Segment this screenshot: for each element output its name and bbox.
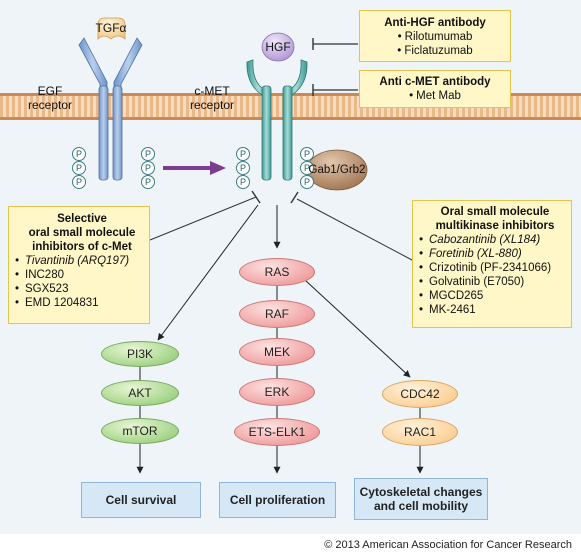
copyright-notice: © 2013 American Association for Cancer R… bbox=[324, 539, 572, 551]
drug-item: Rilotumumab bbox=[360, 30, 510, 44]
phospho-site: P bbox=[72, 175, 86, 189]
pi3k-node: PI3K bbox=[101, 341, 179, 367]
cell-motility-line-1: Cytoskeletal changes bbox=[359, 485, 483, 499]
mtor-node: mTOR bbox=[101, 418, 179, 444]
tgf-alpha-ligand bbox=[97, 17, 126, 40]
multikinase-inhibitor-line bbox=[290, 191, 413, 261]
phospho-site: P bbox=[236, 147, 250, 161]
gab1-grb2-label: Gab1/Grb2 bbox=[308, 164, 366, 176]
selective-inhibitors-box: Selective oral small molecule inhibitors… bbox=[8, 206, 150, 324]
phospho-site: P bbox=[236, 175, 250, 189]
cell-motility-box: Cytoskeletal changes and cell mobility bbox=[354, 478, 488, 520]
anti-hgf-antibody-box: Anti-HGF antibody Rilotumumab Ficlatuzum… bbox=[359, 10, 511, 62]
phospho-site: P bbox=[236, 161, 250, 175]
drug-item: MK-2461 bbox=[419, 303, 571, 317]
phospho-site: P bbox=[72, 161, 86, 175]
anti-hgf-antibody-title: Anti-HGF antibody bbox=[384, 17, 486, 29]
cell-motility-line-2: and cell mobility bbox=[373, 499, 469, 513]
drug-item: Cabozantinib (XL184) bbox=[419, 233, 571, 247]
drug-item: SGX523 bbox=[15, 282, 149, 296]
egf-receptor-label-line2: receptor bbox=[27, 98, 73, 112]
ras-node: RAS bbox=[239, 258, 315, 286]
multikinase-inhibitors-box: Oral small molecule multikinase inhibito… bbox=[412, 200, 572, 328]
selective-inhibitors-title-3: inhibitors of c-Met bbox=[32, 241, 132, 253]
cell-proliferation-box: Cell proliferation bbox=[219, 482, 336, 518]
anti-cmet-antibody-title: Anti c-MET antibody bbox=[379, 76, 491, 88]
raf-node: RAF bbox=[239, 300, 315, 328]
phospho-site: P bbox=[300, 161, 314, 175]
multikinase-inhibitors-title-1: Oral small molecule bbox=[440, 206, 550, 218]
cell-survival-box: Cell survival bbox=[81, 482, 201, 518]
rac1-node: RAC1 bbox=[382, 418, 458, 446]
akt-node: AKT bbox=[101, 380, 179, 406]
cmet-receptor-label-line2: receptor bbox=[189, 98, 235, 112]
hgf-ligand bbox=[261, 32, 295, 62]
drug-item: Golvatinib (E7050) bbox=[419, 275, 571, 289]
selective-inhibitors-title-2: oral small molecule bbox=[28, 227, 136, 239]
mek-node: MEK bbox=[239, 338, 315, 366]
cmet-antibody-inhibition bbox=[312, 84, 358, 96]
egf-receptor-shape bbox=[78, 37, 143, 181]
phospho-site: P bbox=[300, 175, 314, 189]
arrow-to-cdc42 bbox=[304, 279, 411, 378]
diagram-graphics bbox=[78, 17, 424, 474]
drug-item: INC280 bbox=[15, 268, 149, 282]
cmet-receptor-label-line1: c-MET bbox=[194, 84, 230, 98]
phospho-site: P bbox=[141, 161, 155, 175]
egf-receptor-label-line1: EGF bbox=[37, 84, 63, 98]
selective-inhibitors-title-1: Selective bbox=[57, 213, 107, 225]
erk-node: ERK bbox=[239, 378, 315, 406]
selective-inhibitor-line bbox=[149, 190, 261, 241]
drug-item: Crizotinib (PF-2341066) bbox=[419, 261, 571, 275]
hgf-label: HGF bbox=[265, 40, 291, 54]
drug-item: Ficlatuzumab bbox=[360, 44, 510, 58]
multikinase-inhibitors-title-2: multikinase inhibitors bbox=[435, 220, 555, 232]
arrow-to-pi3k bbox=[157, 204, 259, 341]
egf-receptor-label: EGF receptor bbox=[10, 84, 90, 112]
anti-cmet-antibody-box: Anti c-MET antibody Met Mab bbox=[359, 70, 511, 108]
egf-to-cmet-arrow bbox=[163, 161, 226, 175]
hgf-antibody-inhibition bbox=[312, 38, 358, 50]
phospho-site: P bbox=[141, 147, 155, 161]
drug-item: EMD 1204831 bbox=[15, 296, 149, 310]
drug-item: Met Mab bbox=[360, 89, 510, 103]
ets-elk1-node: ETS-ELK1 bbox=[234, 418, 320, 446]
drug-item: Tivantinib (ARQ197) bbox=[15, 254, 149, 268]
cdc42-node: CDC42 bbox=[382, 380, 458, 408]
phospho-site: P bbox=[141, 175, 155, 189]
tgf-alpha-label: TGFα bbox=[95, 21, 127, 35]
cmet-receptor-label: c-MET receptor bbox=[172, 84, 252, 112]
drug-item: Foretinib (XL-880) bbox=[419, 247, 571, 261]
cmet-receptor-shape bbox=[246, 59, 308, 181]
phospho-site: P bbox=[72, 147, 86, 161]
phospho-site: P bbox=[300, 147, 314, 161]
drug-item: MGCD265 bbox=[419, 289, 571, 303]
